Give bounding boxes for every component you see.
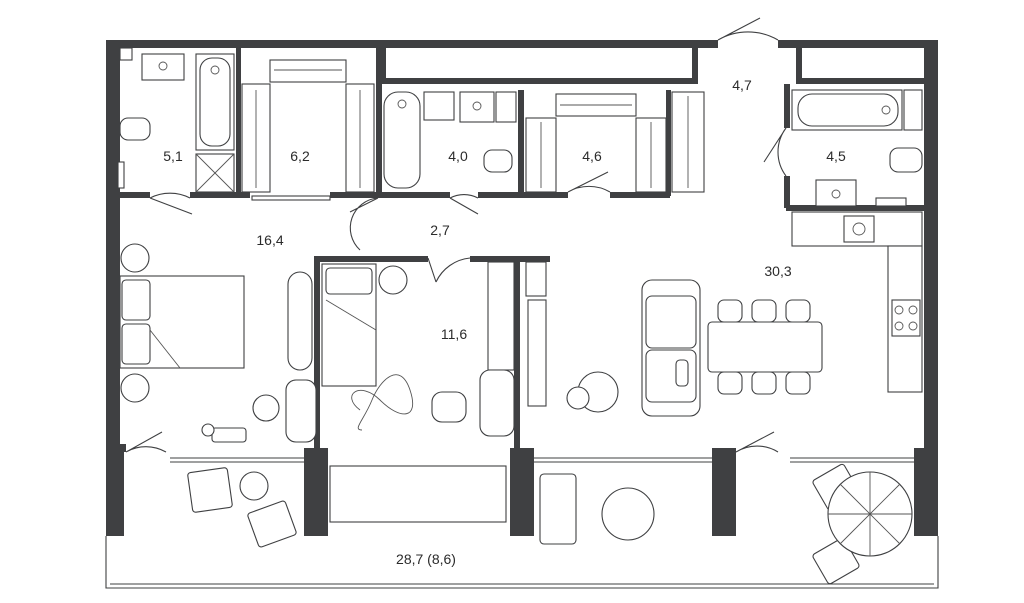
doors <box>125 17 787 453</box>
wardrobe-1-racks <box>241 59 375 193</box>
room-area-bath-1: 5,1 <box>163 148 183 164</box>
living-room-furniture <box>566 279 823 417</box>
room-area-bath-2: 4,0 <box>448 148 468 164</box>
walls <box>105 40 939 589</box>
room-area-kids-bedroom: 11,6 <box>441 326 467 342</box>
room-labels: 5,1 6,2 4,0 4,6 4,7 4,5 16,4 2,7 11,6 30… <box>163 77 846 567</box>
room-area-entrance-hall: 4,7 <box>732 77 752 93</box>
room-area-bath-3: 4,5 <box>826 148 846 164</box>
room-area-living-kitchen: 30,3 <box>764 263 791 279</box>
room-area-hallway: 2,7 <box>430 222 450 238</box>
kids-bedroom-furniture <box>321 261 547 437</box>
bathroom-3-fixtures <box>791 89 923 207</box>
room-area-wardrobe-1: 6,2 <box>290 148 310 164</box>
master-bedroom-furniture <box>119 243 317 443</box>
bathroom-1-fixtures <box>117 47 235 193</box>
room-area-master-bedroom: 16,4 <box>256 232 283 248</box>
kitchen-fixtures <box>791 211 923 393</box>
room-area-wardrobe-2: 4,6 <box>582 148 602 164</box>
wardrobe-2-racks <box>525 91 705 193</box>
balcony-furniture <box>187 463 913 585</box>
bathroom-2-fixtures <box>383 91 517 189</box>
room-area-balcony: 28,7 (8,6) <box>396 551 456 567</box>
